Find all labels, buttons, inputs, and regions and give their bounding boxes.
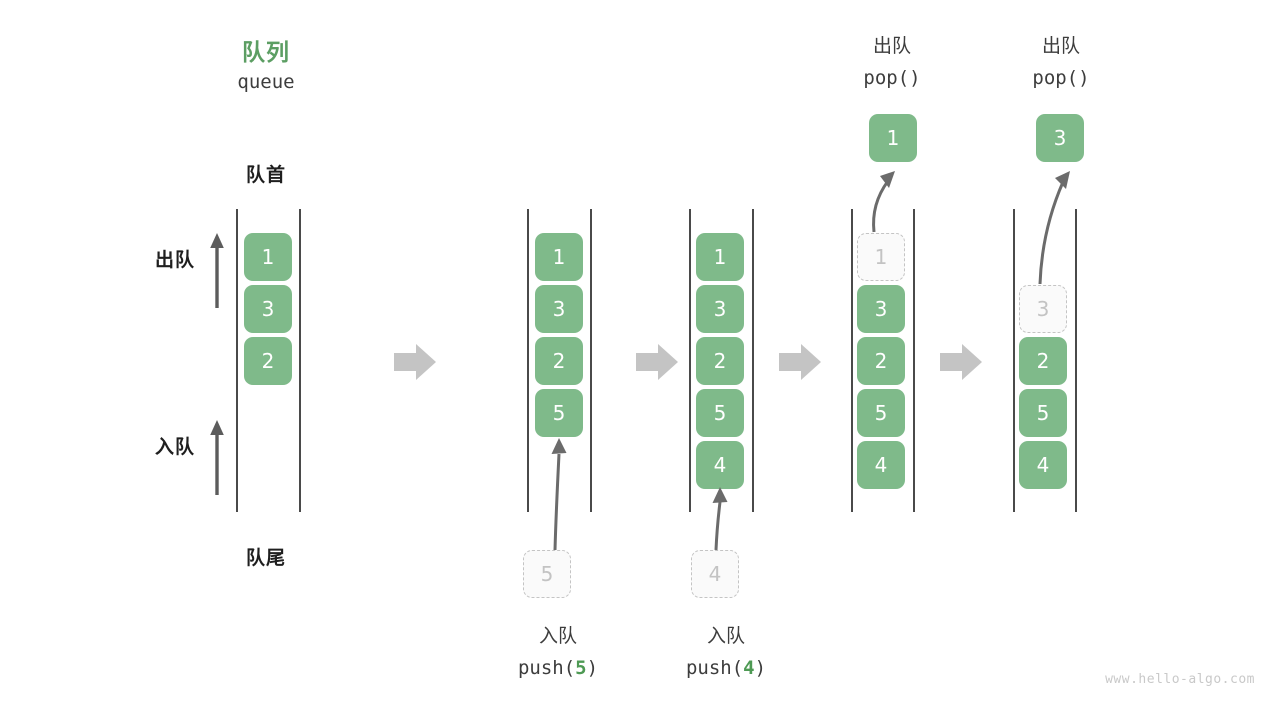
queue-rail-right bbox=[299, 209, 301, 512]
queue-cell: 3 bbox=[535, 285, 583, 333]
flow-arrow-1-icon bbox=[394, 344, 436, 380]
queue-rail-left bbox=[236, 209, 238, 512]
push-label-en: push(5) bbox=[517, 657, 599, 679]
queue-tail-label: 队尾 bbox=[245, 547, 286, 569]
push-label-en: push(4) bbox=[685, 657, 767, 679]
queue-cell: 2 bbox=[1019, 337, 1067, 385]
popped-value-cell: 1 bbox=[869, 114, 917, 162]
queue-rail-left bbox=[527, 209, 529, 512]
pop-1-label: 出队 pop() bbox=[792, 30, 992, 94]
queue-title-en: queue bbox=[237, 71, 295, 93]
push-label-cn: 入队 bbox=[706, 625, 745, 647]
pop-label-en: pop() bbox=[863, 67, 921, 89]
queue-title-cn: 队列 bbox=[242, 40, 290, 66]
flow-arrow-4-icon bbox=[940, 344, 982, 380]
queue-cell: 3 bbox=[857, 285, 905, 333]
watermark: www.hello-algo.com bbox=[1105, 672, 1255, 687]
push-arrow-icon bbox=[551, 438, 567, 551]
queue-rail-left bbox=[689, 209, 691, 512]
queue-cell: 5 bbox=[1019, 389, 1067, 437]
flow-arrow-2-icon bbox=[636, 344, 678, 380]
queue-rail-left bbox=[851, 209, 853, 512]
pop-arrow-icon bbox=[1038, 171, 1070, 285]
queue-rail-right bbox=[913, 209, 915, 512]
flow-arrow-3-icon bbox=[779, 344, 821, 380]
queue-cell: 4 bbox=[857, 441, 905, 489]
pop-label-en: pop() bbox=[1032, 67, 1090, 89]
queue-ghost-cell-popped: 3 bbox=[1019, 285, 1067, 333]
queue-cell: 5 bbox=[857, 389, 905, 437]
enqueue-direction-arrow-icon bbox=[210, 420, 224, 495]
queue-ghost-cell-popped: 1 bbox=[857, 233, 905, 281]
queue-cell: 3 bbox=[696, 285, 744, 333]
queue-head-label: 队首 bbox=[245, 164, 286, 186]
queue-rail-right bbox=[590, 209, 592, 512]
pop-3-label: 出队 pop() bbox=[961, 30, 1161, 94]
queue-cell: 5 bbox=[696, 389, 744, 437]
queue-rail-left bbox=[1013, 209, 1015, 512]
enqueue-direction-label: 入队 bbox=[154, 436, 195, 458]
queue-cell-new: 5 bbox=[535, 389, 583, 437]
dequeue-direction-label: 出队 bbox=[154, 249, 195, 271]
queue-rail-right bbox=[752, 209, 754, 512]
push-4-label: 入队 push(4) bbox=[626, 620, 826, 684]
dequeue-direction-arrow-icon bbox=[210, 233, 224, 308]
queue-cell: 2 bbox=[857, 337, 905, 385]
queue-ghost-cell-incoming: 5 bbox=[523, 550, 571, 598]
pop-label-cn: 出队 bbox=[872, 35, 911, 57]
pop-label-cn: 出队 bbox=[1041, 35, 1080, 57]
push-label-cn: 入队 bbox=[538, 625, 577, 647]
pop-arrow-icon bbox=[872, 171, 895, 233]
popped-value-cell: 3 bbox=[1036, 114, 1084, 162]
push-5-label: 入队 push(5) bbox=[458, 620, 658, 684]
queue-cell: 2 bbox=[696, 337, 744, 385]
push-arrow-icon bbox=[712, 487, 728, 551]
queue-cell: 2 bbox=[535, 337, 583, 385]
queue-cell: 3 bbox=[244, 285, 292, 333]
queue-cell: 2 bbox=[244, 337, 292, 385]
queue-rail-right bbox=[1075, 209, 1077, 512]
queue-ghost-cell-incoming: 4 bbox=[691, 550, 739, 598]
queue-cell: 1 bbox=[696, 233, 744, 281]
queue-cell: 1 bbox=[244, 233, 292, 281]
queue-cell: 4 bbox=[1019, 441, 1067, 489]
queue-cell-new: 4 bbox=[696, 441, 744, 489]
queue-cell: 1 bbox=[535, 233, 583, 281]
